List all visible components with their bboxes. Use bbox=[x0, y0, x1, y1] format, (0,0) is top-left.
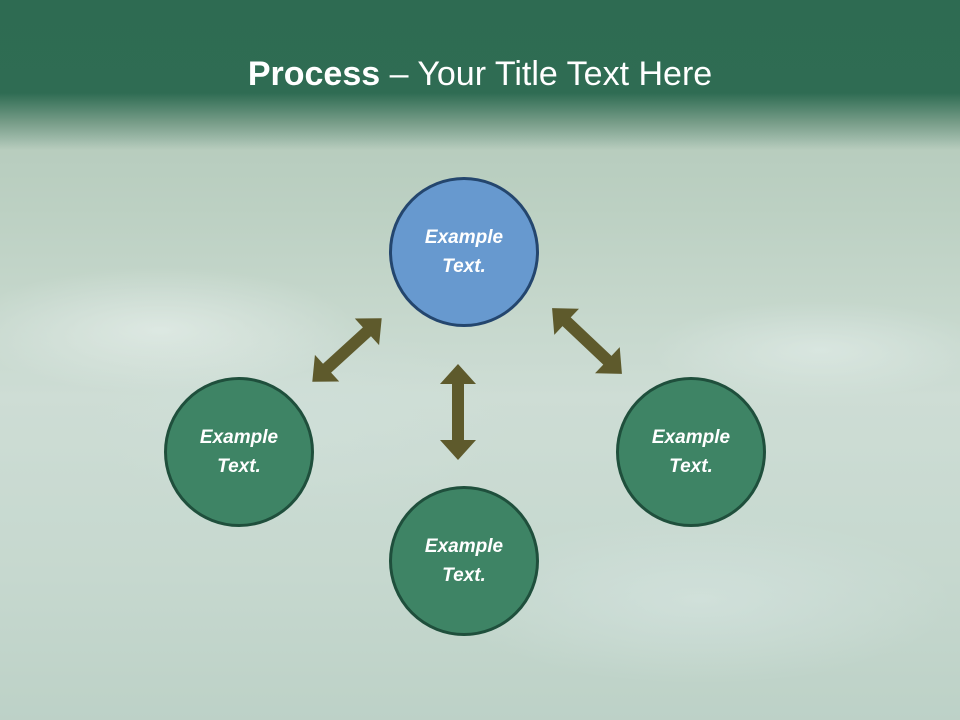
node-label: Example Text. bbox=[424, 227, 504, 277]
node-label: Example Text. bbox=[424, 536, 504, 586]
title-rest: – Your Title Text Here bbox=[380, 55, 713, 93]
double-arrow-icon bbox=[312, 318, 382, 382]
node-label: Example Text. bbox=[199, 427, 279, 477]
node-label: Example Text. bbox=[651, 427, 731, 477]
process-node-bottom: Example Text. bbox=[389, 486, 539, 636]
title-bold: Process bbox=[247, 55, 381, 93]
double-arrow-icon bbox=[440, 364, 476, 460]
process-node-right: Example Text. bbox=[616, 377, 766, 527]
title-bar: Process – Your Title Text Here bbox=[0, 0, 960, 150]
double-arrow-icon bbox=[552, 308, 622, 374]
process-node-left: Example Text. bbox=[164, 377, 314, 527]
slide-title: Process – Your Title Text Here bbox=[0, 52, 960, 96]
process-node-top: Example Text. bbox=[389, 177, 539, 327]
